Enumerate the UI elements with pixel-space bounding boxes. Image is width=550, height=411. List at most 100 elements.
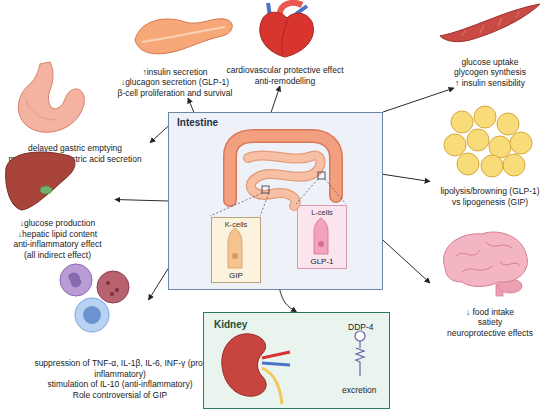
heart-illustration <box>260 3 314 57</box>
effect-text: anti-inflammatory effect <box>13 239 101 250</box>
cerebellum <box>498 279 522 293</box>
large-intestine-outline <box>230 136 336 200</box>
zoom-marker <box>262 186 269 193</box>
cell-nucleus <box>83 306 101 324</box>
intestine-illustration <box>210 136 346 216</box>
effect-text: lipolysis/browning (GLP-1) <box>440 186 539 197</box>
effect-text: ↓glucose production <box>20 218 96 229</box>
connector-layer <box>115 86 454 312</box>
effect-group: ↓ food intakesatietyneuroprotective effe… <box>430 228 550 338</box>
effect-arrow <box>280 290 297 312</box>
heart-body <box>260 12 314 57</box>
effect-text: anti-remodelling <box>255 76 315 87</box>
adipocyte <box>503 154 525 176</box>
brain-illustration <box>444 232 528 296</box>
effect-arrow <box>383 240 430 283</box>
effect-text: DDP-4 <box>348 322 374 332</box>
effect-arrow <box>115 200 168 202</box>
l-cell-shape <box>314 218 328 254</box>
stomach-illustration <box>18 62 84 132</box>
immune-cell <box>60 264 92 296</box>
hormone-label: GIP <box>229 271 243 280</box>
pancreatic-duct <box>142 27 225 42</box>
cell-nucleus <box>318 241 324 247</box>
cell-nucleus <box>232 253 238 259</box>
effect-text: suppression of TNF-α, IL-1β, IL-6, INF-γ… <box>28 358 213 379</box>
renal-vein <box>262 363 290 365</box>
effect-text: neuroprotective effects <box>447 328 533 339</box>
effect-text: (all indirect effect) <box>24 250 91 261</box>
organ-panel: Kidney DDP-4 excretion <box>203 312 390 409</box>
adipocyte <box>481 155 503 177</box>
enzyme-head <box>355 331 365 341</box>
renal-artery <box>262 352 290 358</box>
pancreas-body <box>135 19 232 54</box>
effect-arrow <box>150 126 168 143</box>
adipocyte <box>451 111 473 133</box>
effect-arrow <box>383 174 430 181</box>
ddp4-enzyme-symbol <box>355 331 365 376</box>
effect-group: cardiovascular protective effectanti-rem… <box>235 0 335 86</box>
cell-nucleus <box>68 272 81 287</box>
adipocyte <box>510 132 532 154</box>
ureter <box>262 368 282 404</box>
adipocyte <box>444 134 466 156</box>
organ-panel: IntestineK-cellsGIP L-cellsGLP-1 <box>168 112 383 290</box>
effect-text: cardiovascular protective effect <box>227 65 344 76</box>
effect-text: ↓hepatic lipid content <box>18 229 97 240</box>
adipocyte <box>489 136 511 158</box>
liver-body <box>6 152 75 210</box>
liver-illustration <box>6 152 75 210</box>
effect-group: suppression of TNF-α, IL-1β, IL-6, INF-γ… <box>25 300 215 400</box>
effect-text: glucose uptake <box>461 57 518 68</box>
effect-text: ↓glucagon secretion (GLP-1) <box>121 77 229 88</box>
granule <box>110 292 114 296</box>
hormone-label: GLP-1 <box>310 257 333 266</box>
panel-title: Kidney <box>214 319 247 330</box>
fat-illustration <box>444 106 532 177</box>
effect-text: Role controversial of GIP <box>73 390 167 401</box>
adipocyte <box>467 129 489 151</box>
large-intestine <box>230 136 336 200</box>
cell-label: L-cells <box>311 208 333 217</box>
effect-group: delayed gastric emptyingmodulation of ga… <box>0 58 150 164</box>
effect-group: ↑insulin secretion↓glucagon secretion (G… <box>110 0 240 98</box>
muscle-body <box>440 4 540 42</box>
zoom-leader <box>210 193 269 216</box>
effect-text: excretion <box>342 385 377 395</box>
granule <box>106 281 110 285</box>
aorta <box>280 3 302 14</box>
adipocyte <box>457 153 479 175</box>
adipocyte <box>497 113 519 135</box>
gyri <box>456 242 520 272</box>
brainstem <box>496 284 503 296</box>
cell-box: L-cellsGLP-1 <box>297 205 347 269</box>
effect-text: ↑insulin secretion <box>142 67 207 78</box>
heart-groove <box>282 20 287 54</box>
effect-text: ↓ food intake <box>466 307 514 318</box>
cell-label: K-cells <box>225 220 248 229</box>
zoom-marker <box>318 172 325 179</box>
immune-cells-illustration <box>60 264 129 332</box>
panel-title: Intestine <box>177 117 218 128</box>
effect-text: modulation of gastric acid secretion <box>8 154 141 165</box>
immune-cell <box>97 271 129 303</box>
adipocyte <box>474 106 496 128</box>
kidney-body <box>222 334 266 396</box>
vein <box>268 3 270 16</box>
enteroendocrine-cells <box>228 218 328 268</box>
effect-text: satiety <box>478 317 503 328</box>
muscle-illustration <box>440 4 540 42</box>
effect-text: delayed gastric emptying <box>28 143 122 154</box>
muscle-striation <box>462 12 519 36</box>
effect-group: lipolysis/browning (GLP-1)vs lipogenesis… <box>430 105 550 207</box>
gallbladder <box>40 186 52 194</box>
effect-text: vs lipogenesis (GIP) <box>452 197 528 208</box>
effect-arrow <box>149 269 169 300</box>
immune-cell <box>75 298 109 332</box>
effect-arrow <box>383 88 454 112</box>
small-intestine-outline <box>248 155 321 206</box>
effect-text: glycogen synthesis <box>454 67 526 78</box>
pancreas-illustration <box>135 19 232 54</box>
effect-group: glucose uptakeglycogen synthesis↑ insuli… <box>430 0 550 88</box>
